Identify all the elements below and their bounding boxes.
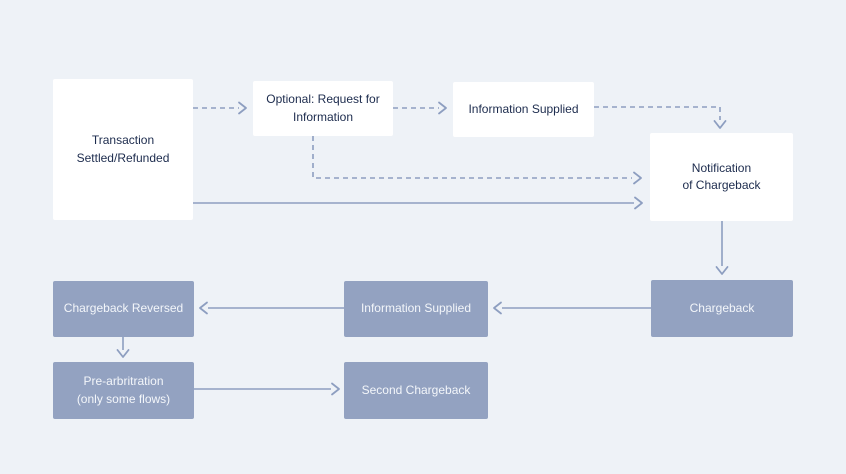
edge-optional-to-notification <box>312 136 642 185</box>
edge-information-supplied-to-notification <box>594 106 727 129</box>
node-information-supplied-top: Information Supplied <box>453 82 594 137</box>
node-transaction-settled-refunded: Transaction Settled/Refunded <box>53 79 193 220</box>
edge-transaction-to-optional <box>193 101 247 115</box>
edge-chargeback-reversed-to-pre-arbitration <box>116 337 130 358</box>
edge-pre-arbitration-to-second-chargeback <box>194 382 340 396</box>
node-pre-arbitration: Pre-arbritration (only some flows) <box>53 362 194 419</box>
node-chargeback-reversed: Chargeback Reversed <box>53 281 194 337</box>
edge-optional-to-information-supplied <box>393 101 447 115</box>
node-notification-of-chargeback: Notification of Chargeback <box>650 133 793 221</box>
node-optional-request-for-information: Optional: Request for Information <box>253 81 393 136</box>
node-chargeback: Chargeback <box>651 280 793 337</box>
edge-transaction-to-notification <box>193 196 643 210</box>
edge-information-supplied-to-chargeback-reversed <box>199 301 344 315</box>
node-second-chargeback: Second Chargeback <box>344 362 488 419</box>
node-information-supplied-bottom: Information Supplied <box>344 281 488 337</box>
edge-chargeback-to-information-supplied <box>493 301 651 315</box>
edge-notification-to-chargeback <box>715 221 729 275</box>
